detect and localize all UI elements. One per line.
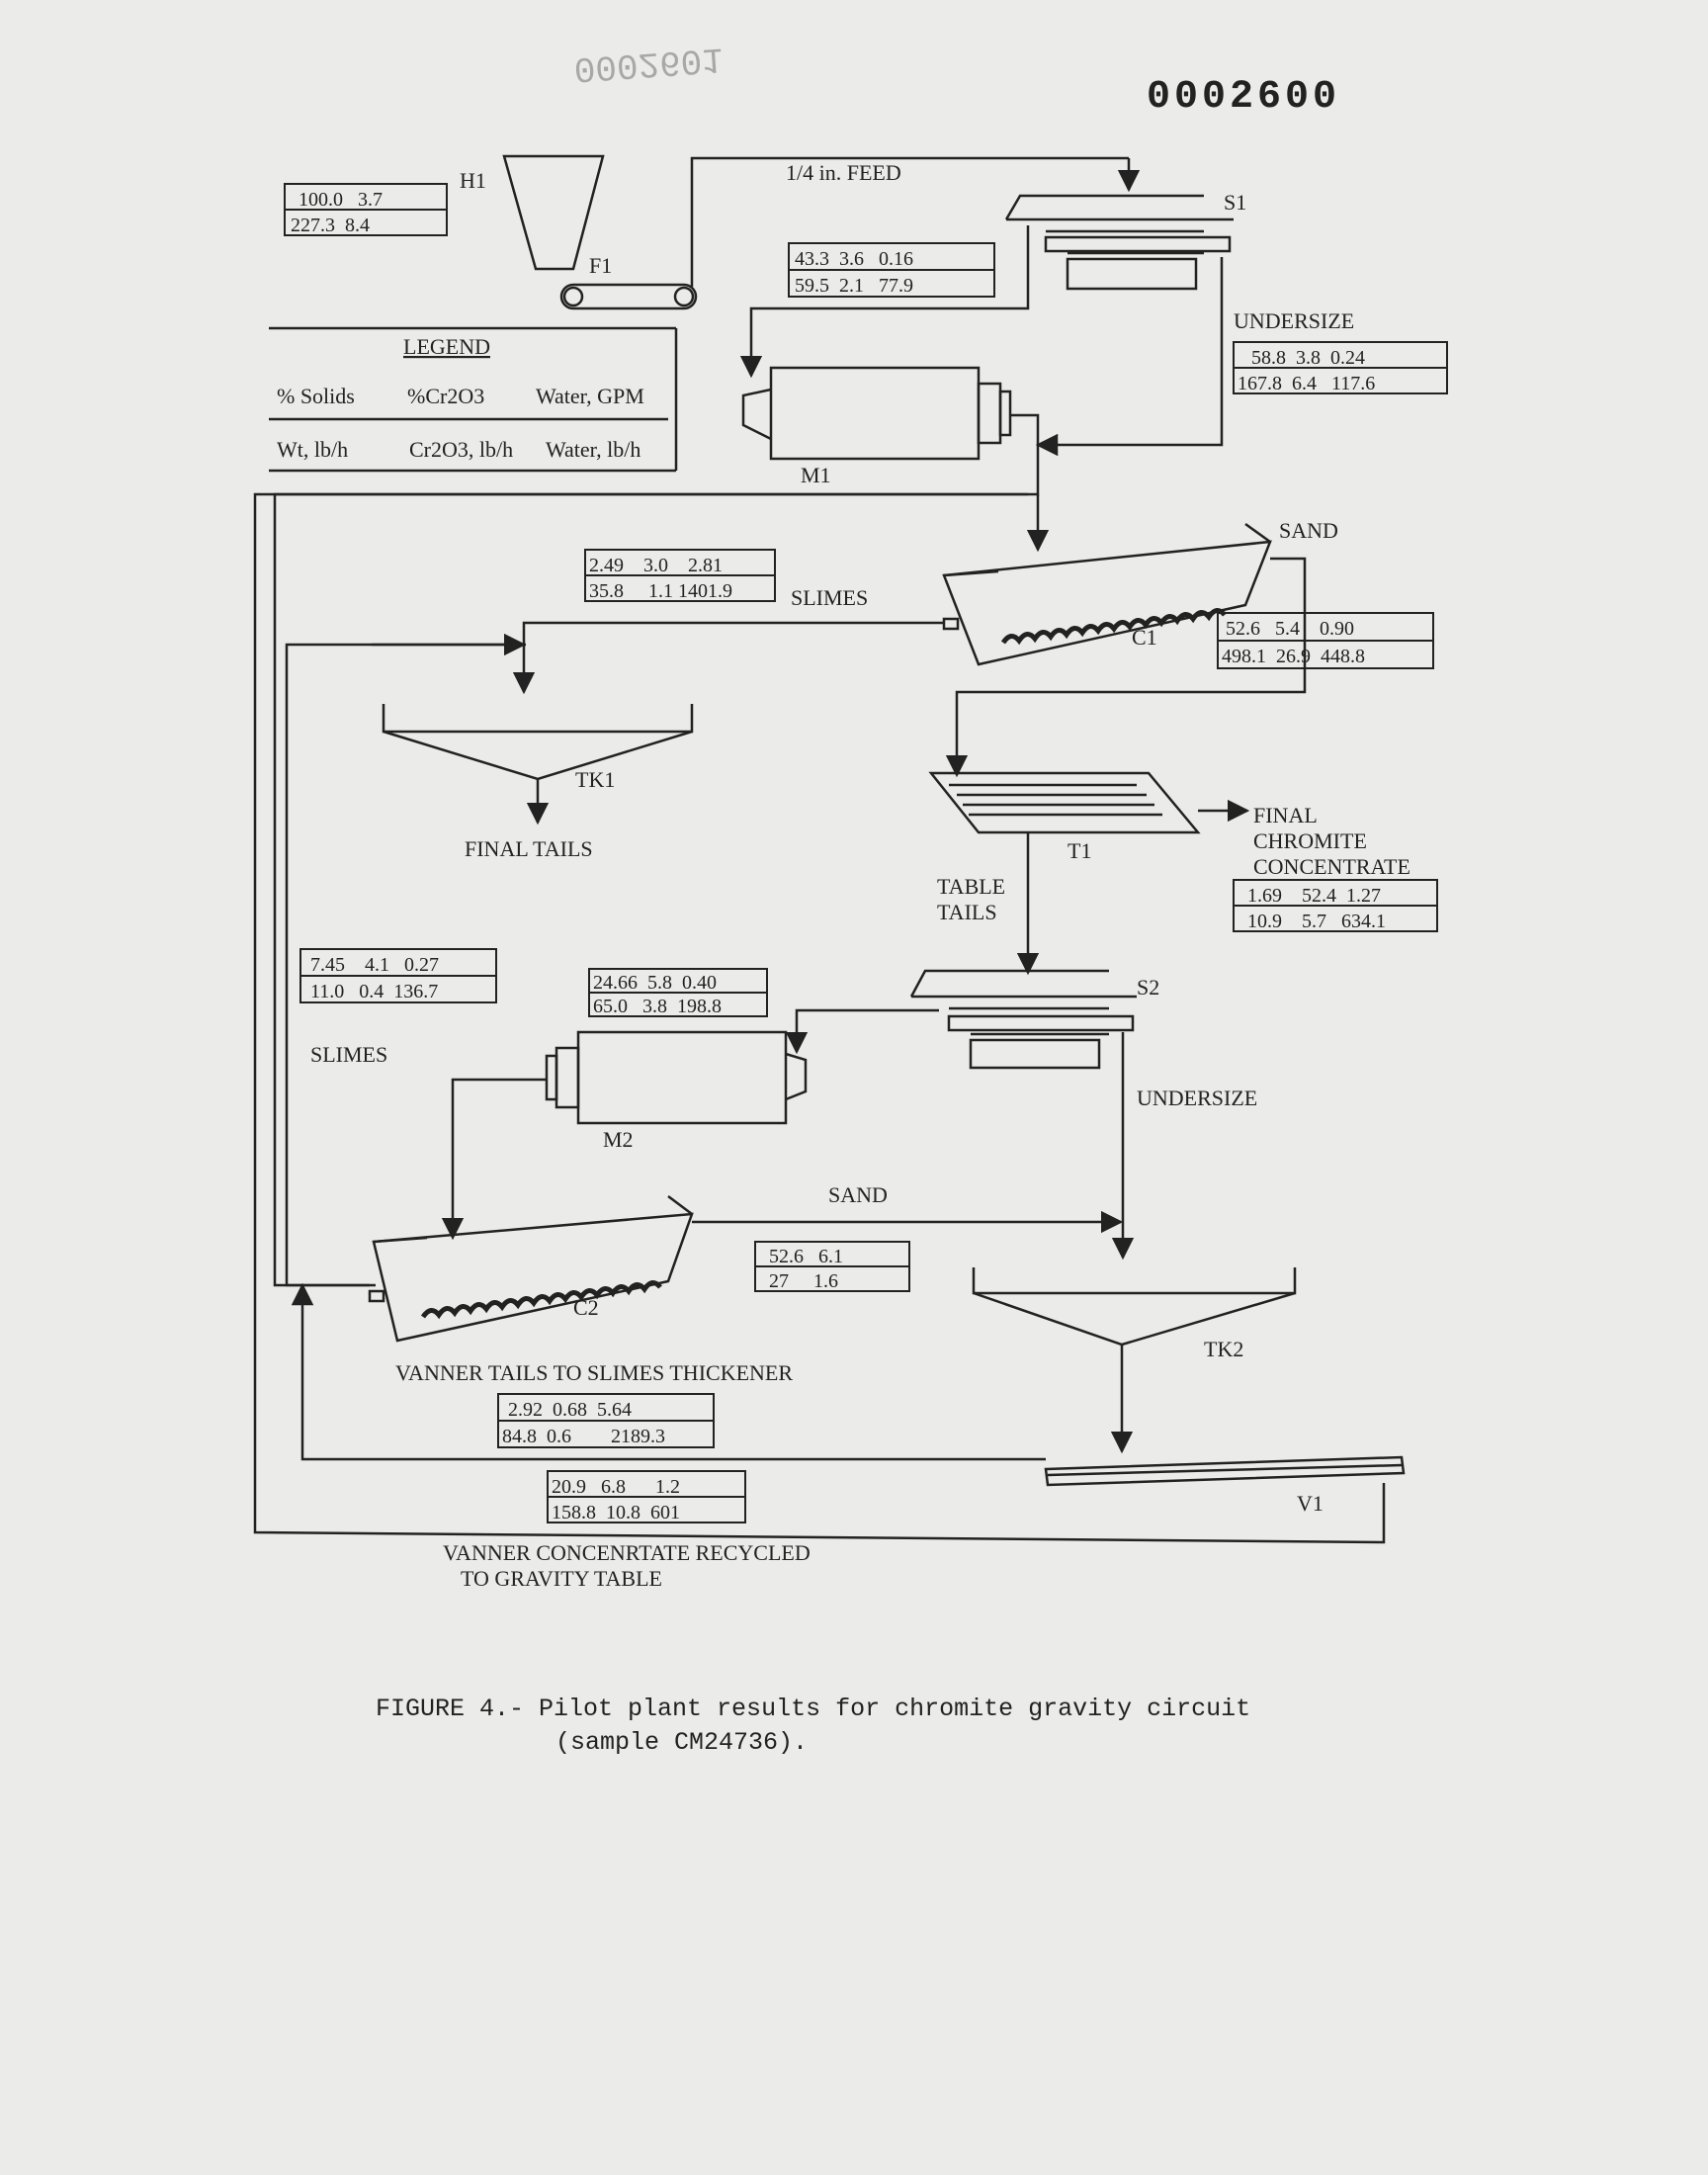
label-final-chromite-1: FINAL [1253,803,1318,827]
classifier-c1 [942,522,1272,666]
label-c2: C2 [573,1295,599,1320]
legend-cr2o3-lbh: Cr2O3, lb/h [409,437,513,462]
stream-box-m2-feed: 24.66 5.8 0.40 65.0 3.8 198.8 [588,968,768,1017]
mill-m1 [741,366,1012,461]
label-f1: F1 [589,253,612,278]
stream-s1-undersize-bottom: 167.8 6.4 117.6 [1238,373,1375,394]
label-s1: S1 [1224,190,1246,215]
label-c1: C1 [1132,625,1157,650]
label-v1: V1 [1297,1491,1324,1516]
label-h1: H1 [460,168,486,193]
stream-vanner-tails-top: 2.92 0.68 5.64 [508,1399,632,1421]
stream-m2-feed-top: 24.66 5.8 0.40 [593,972,717,994]
label-vanner-conc-1: VANNER CONCENRTATE RECYCLED [443,1540,811,1565]
stream-m1-feed-top: 43.3 3.6 0.16 [795,248,913,270]
stream-box-s1-undersize: 58.8 3.8 0.24 167.8 6.4 117.6 [1233,341,1448,394]
conveyor-f1 [559,283,698,310]
stream-c1-slimes-top: 2.49 3.0 2.81 [589,555,723,576]
label-s2: S2 [1137,975,1159,1000]
stream-feed-bottom: 227.3 8.4 [291,215,370,236]
legend-water-lbh: Water, lb/h [546,437,640,462]
caption-line-2: (sample CM24736). [555,1728,809,1757]
stream-box-c1-slimes: 2.49 3.0 2.81 35.8 1.1 1401.9 [584,549,776,602]
stream-final-conc-top: 1.69 52.4 1.27 [1247,885,1381,907]
label-vanner-conc-2: TO GRAVITY TABLE [461,1566,662,1591]
stream-c1-slimes-bottom: 35.8 1.1 1401.9 [589,580,732,602]
stream-feed-top: 100.0 3.7 [299,189,383,211]
stream-m1-feed-bottom: 59.5 2.1 77.9 [795,275,913,297]
stream-vanner-conc-top: 20.9 6.8 1.2 [552,1476,680,1498]
label-final-chromite-2: CHROMITE [1253,828,1367,853]
label-t1: T1 [1068,838,1091,863]
page-number-mirrored: 0002601 [572,38,725,88]
hopper-h1 [502,154,605,271]
label-sand-1: SAND [1279,518,1338,543]
label-m2: M2 [603,1127,634,1152]
label-final-chromite-3: CONCENTRATE [1253,854,1410,879]
stream-vanner-tails-bottom: 84.8 0.6 2189.3 [502,1426,665,1447]
label-table-tails-2: TAILS [937,900,997,924]
stream-box-c2-sand: 52.6 6.1 27 1.6 [754,1241,910,1292]
stream-box-final-conc: 1.69 52.4 1.27 10.9 5.7 634.1 [1233,879,1438,932]
stream-box-slimes-2: 7.45 4.1 0.27 11.0 0.4 136.7 [299,948,497,1003]
label-final-tails: FINAL TAILS [465,836,593,861]
legend-title: LEGEND [403,334,490,359]
mill-m2 [545,1030,808,1125]
stream-c1-sand-top: 52.6 5.4 0.90 [1226,618,1354,640]
thickener-tk2 [972,1267,1297,1347]
stream-vanner-conc-bottom: 158.8 10.8 601 [552,1502,680,1523]
legend-water-gpm: Water, GPM [536,384,644,408]
figure-caption: FIGURE 4.- Pilot plant results for chrom… [376,1693,1250,1760]
label-undersize-1: UNDERSIZE [1234,308,1354,333]
label-m1: M1 [801,463,831,487]
stream-slimes-2-top: 7.45 4.1 0.27 [310,954,439,976]
stream-final-conc-bottom: 10.9 5.7 634.1 [1247,911,1386,932]
label-tk2: TK2 [1204,1337,1243,1361]
label-sand-2: SAND [828,1182,888,1207]
stream-box-vanner-tails: 2.92 0.68 5.64 84.8 0.6 2189.3 [497,1393,715,1448]
label-vanner-tails: VANNER TAILS TO SLIMES THICKENER [395,1360,793,1385]
legend-wt: Wt, lb/h [277,437,348,462]
label-table-tails-1: TABLE [937,874,1005,899]
classifier-c2 [368,1195,694,1343]
stream-c2-sand-top: 52.6 6.1 [769,1246,843,1267]
screen-s1 [1004,194,1234,291]
stream-c1-sand-bottom: 498.1 26.9 448.8 [1222,646,1365,667]
thickener-tk1 [382,704,694,781]
label-undersize-2: UNDERSIZE [1137,1086,1257,1110]
table-t1 [928,771,1201,834]
page-number: 0002600 [1147,75,1340,120]
legend-cr2o3-pct: %Cr2O3 [407,384,484,408]
stream-m2-feed-bottom: 65.0 3.8 198.8 [593,996,722,1017]
caption-line-1: FIGURE 4.- Pilot plant results for chrom… [376,1695,1251,1723]
stream-s1-undersize-top: 58.8 3.8 0.24 [1251,347,1365,369]
stream-c2-sand-bottom: 27 1.6 [769,1270,838,1292]
stream-box-c1-sand: 52.6 5.4 0.90 498.1 26.9 448.8 [1217,612,1434,669]
label-slimes-2: SLIMES [310,1042,387,1067]
vanner-v1 [1044,1455,1406,1487]
screen-s2 [909,969,1137,1070]
stream-box-m1-feed: 43.3 3.6 0.16 59.5 2.1 77.9 [788,242,995,298]
stream-box-vanner-conc: 20.9 6.8 1.2 158.8 10.8 601 [547,1470,746,1523]
label-slimes-1: SLIMES [791,585,868,610]
label-tk1: TK1 [575,767,615,792]
legend-solids: % Solids [277,384,355,408]
stream-box-feed: 100.0 3.7 227.3 8.4 [284,183,448,236]
stream-slimes-2-bottom: 11.0 0.4 136.7 [310,981,438,1002]
label-feed: 1/4 in. FEED [786,160,901,185]
